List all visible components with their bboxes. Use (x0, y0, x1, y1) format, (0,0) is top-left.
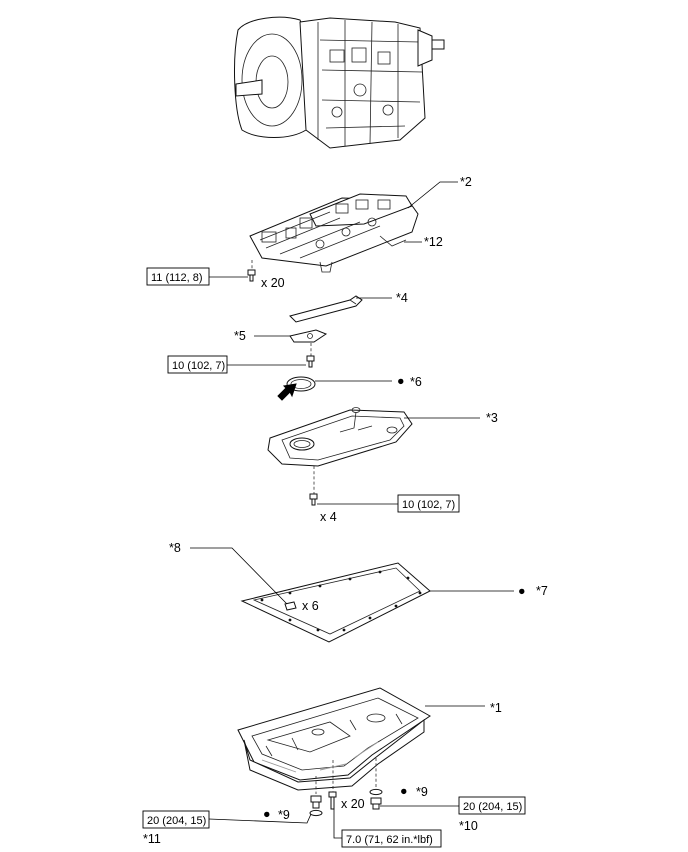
non-reusable-dot-9-right: ● (400, 784, 408, 798)
install-direction-arrow-icon (277, 383, 297, 401)
spring-plate-illustration (289, 329, 328, 368)
callout-6: *6 (410, 375, 422, 389)
torque-box-detent-spring-frame (167, 355, 228, 374)
callout-3: *3 (486, 411, 498, 425)
detent-spring-illustration (289, 295, 363, 323)
callout-10: *10 (459, 819, 478, 833)
non-reusable-dot-7: ● (518, 584, 526, 598)
oil-pan-illustration (237, 687, 431, 817)
callout-2: *2 (460, 175, 472, 189)
non-reusable-dot-6: ● (397, 374, 405, 388)
torque-box-valve-body: 11 (112, 8) (151, 272, 203, 284)
oil-strainer-illustration (267, 407, 413, 506)
gasket-illustration (240, 562, 431, 643)
callout-9-left: *9 (278, 808, 290, 822)
callout-9-right: *9 (416, 785, 428, 799)
callout-12: *12 (424, 235, 443, 249)
callout-1: *1 (490, 701, 502, 715)
qty-valve-body-bolts: x 20 (261, 276, 285, 290)
callout-7: *7 (536, 584, 548, 598)
torque-box-drain-right: 20 (204, 15) (463, 801, 522, 813)
leader-lines (190, 181, 514, 839)
torque-box-drain-left-frame (142, 810, 210, 829)
torque-box-drain-left: 20 (204, 15) (147, 815, 206, 827)
transmission-illustration (234, 16, 445, 149)
torque-box-drain-right-frame (458, 796, 526, 815)
qty-strainer-bolts: x 4 (320, 510, 337, 524)
qty-oil-pan-bolts: x 20 (341, 797, 365, 811)
torque-box-strainer-frame (397, 494, 460, 513)
torque-box-strainer: 10 (102, 7) (402, 499, 455, 511)
non-reusable-dot-9-left: ● (263, 807, 271, 821)
torque-box-oil-pan-frame (341, 829, 442, 848)
torque-box-detent-spring: 10 (102, 7) (172, 360, 225, 372)
qty-gasket-magnets: x 6 (302, 599, 319, 613)
callout-5: *5 (234, 329, 246, 343)
valve-body-illustration (247, 193, 419, 282)
callout-8: *8 (169, 541, 181, 555)
callout-11: *11 (143, 832, 161, 846)
callout-4: *4 (396, 291, 408, 305)
torque-box-valve-body-frame (146, 267, 210, 286)
torque-box-oil-pan: 7.0 (71, 62 in.*lbf) (346, 834, 433, 846)
